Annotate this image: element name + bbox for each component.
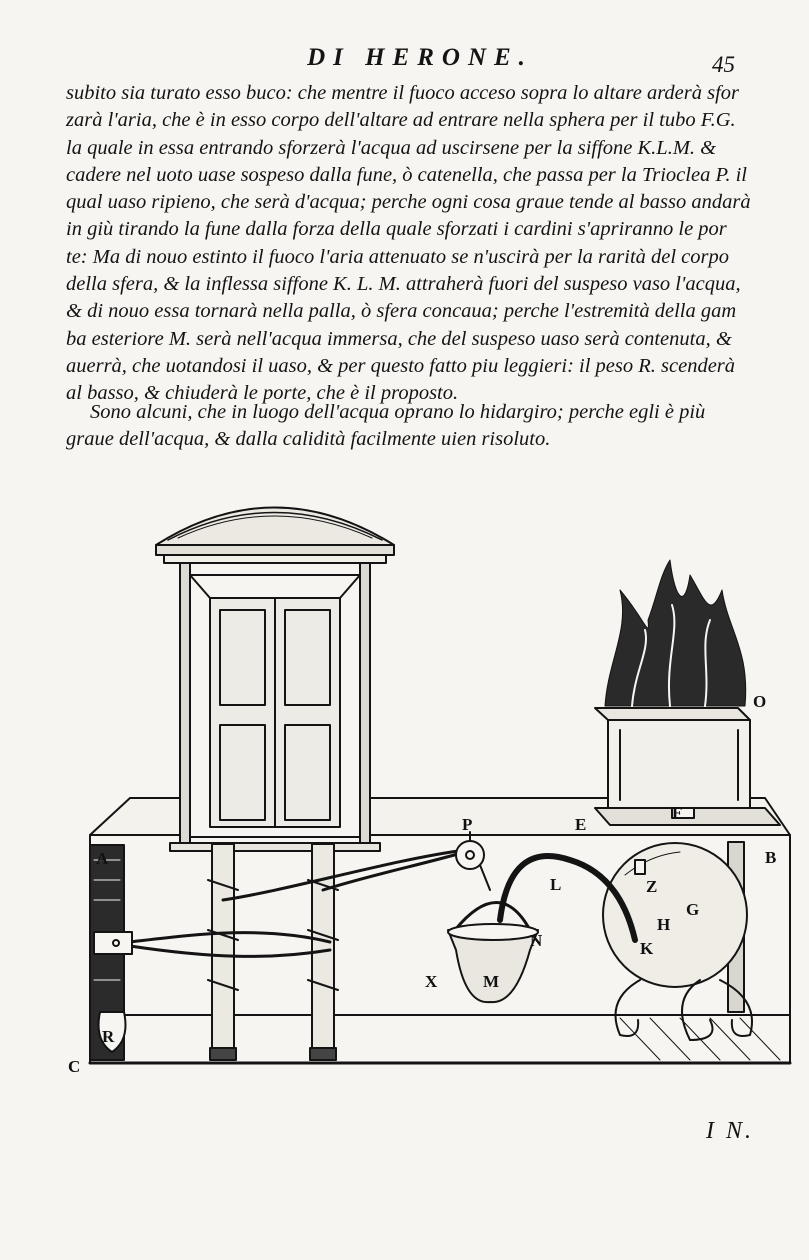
label-r: R: [102, 1027, 115, 1046]
label-o: O: [753, 692, 766, 711]
label-k: K: [640, 939, 654, 958]
text-line: graue dell'acqua, & dalla calidità facil…: [66, 428, 551, 451]
sphere-stand: [614, 979, 753, 1041]
label-h: H: [657, 915, 670, 934]
catchword: I N.: [706, 1118, 754, 1144]
label-c: C: [68, 1057, 80, 1076]
text-line: zarà l'aria, che è in esso corpo dell'al…: [66, 109, 736, 132]
running-head: DI HERONE.: [307, 44, 533, 71]
counterweight: [93, 931, 133, 1053]
page-number: 45: [712, 52, 735, 77]
fire: [604, 559, 747, 707]
pulley: [455, 831, 485, 870]
temple-door: [155, 506, 395, 852]
text-line: te: Ma di nouo estinto il fuoco l'aria a…: [66, 245, 730, 268]
label-x: X: [425, 972, 438, 991]
label-l: L: [550, 875, 561, 894]
label-z: Z: [646, 877, 657, 896]
text-line: & di nouo essa tornarà nella palla, ò sf…: [66, 300, 737, 323]
label-p: P: [462, 815, 472, 834]
text-line: al basso, & chiuderà le porte, che è il …: [66, 382, 459, 405]
label-a: A: [96, 849, 109, 868]
label-f: F: [672, 803, 682, 822]
label-e: E: [575, 815, 586, 834]
temple-door-mechanism-diagram: A B C E F G H K L M N O P R X Z: [68, 506, 792, 1076]
text-line: della sfera, & la inflessa siffone K. L.…: [66, 273, 741, 296]
rope: [128, 848, 467, 958]
label-b: B: [765, 848, 776, 867]
hanging-vessel: [447, 864, 539, 1004]
figure-labels: A B C E F G H K L M N O P R X Z: [68, 692, 776, 1076]
text-line: in giù tirando la fune dalla forza della…: [66, 218, 727, 241]
text-line: subito sia turato esso buco: che mentre …: [66, 82, 740, 104]
text-line: cadere nel uoto uase sospeso dalla fune,…: [66, 163, 747, 186]
paragraph-1: subito sia turato esso buco: che mentre …: [66, 80, 772, 408]
text-line: qual uaso ripieno, che serà d'acqua; per…: [66, 191, 751, 214]
text-line: Sono alcuni, che in luogo dell'acqua opr…: [90, 401, 706, 423]
text-line: la quale in essa entrando sforzerà l'acq…: [66, 136, 717, 159]
label-n: N: [530, 931, 543, 950]
label-g: G: [686, 900, 699, 919]
sphere: [602, 842, 748, 988]
text-line: ba esteriore M. serà nell'acqua immersa,…: [66, 327, 732, 350]
altar: [594, 707, 781, 826]
woodcut-illustration: A B C E F G H K L M N O P R X Z: [60, 480, 800, 1080]
siphon-tube: [497, 853, 638, 943]
paragraph-2: Sono alcuni, che in luogo dell'acqua opr…: [66, 399, 772, 454]
label-m: M: [483, 972, 499, 991]
text-line: auerrà, che uotandosi il uaso, & per que…: [66, 354, 736, 377]
